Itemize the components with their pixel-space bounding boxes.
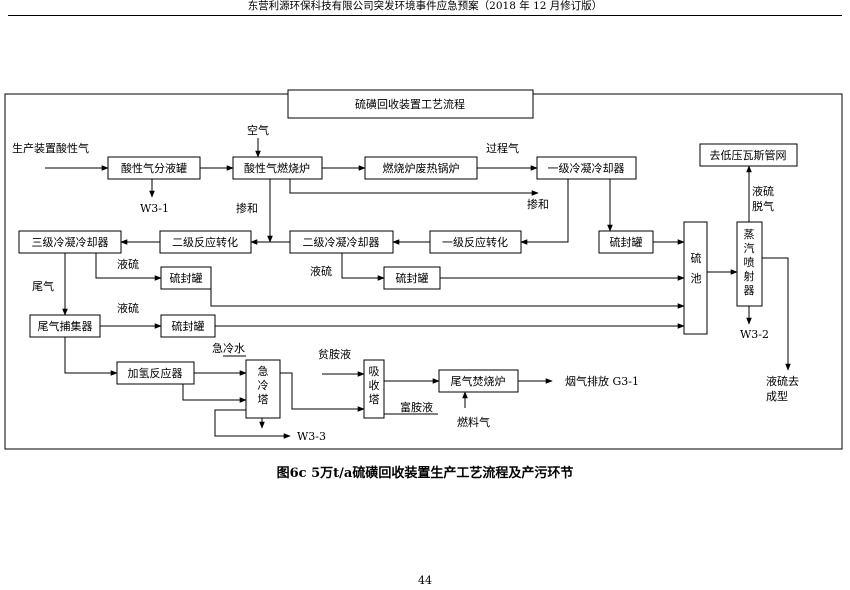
absorption-tower-box	[363, 359, 385, 419]
lean-amine-label: 贫胺液	[318, 347, 351, 361]
acid-gas-burner-box	[232, 156, 323, 180]
low-pressure-gas-net-box	[699, 143, 798, 167]
sulfur-seal-tank-d-label: 硫封罐	[172, 319, 205, 333]
waste-heat-boiler-box	[364, 156, 478, 180]
condenser-3-box	[18, 230, 122, 254]
rich-amine-label: 富胺液	[400, 400, 433, 414]
condenser-1-box	[536, 156, 637, 180]
degassed-sulfur-label: 液硫脱气	[752, 184, 774, 213]
sulfur-seal-tank-a-label: 硫封罐	[610, 235, 643, 249]
fuel-gas-label: 燃料气	[457, 415, 490, 429]
reactor-2-label: 二级反应转化	[172, 235, 238, 249]
tail-gas-trap-box	[29, 314, 101, 338]
tail-gas-incinerator-box	[438, 369, 519, 393]
quench-water-label: 急冷水	[212, 341, 245, 355]
sulfur-seal-tank-c-box	[383, 266, 441, 290]
sulfur-seal-tank-b-box	[160, 266, 212, 290]
reactor-2-box	[159, 230, 252, 254]
mix-label-1: 掺和	[236, 201, 258, 215]
flue-gas-label: 烟气排放 G3-1	[565, 374, 639, 388]
steam-ejector-box	[736, 221, 763, 307]
condenser-2-label: 二级冷凝冷却器	[303, 235, 380, 249]
quench-tower-label: 急冷塔	[258, 364, 269, 406]
quench-tower-box	[245, 359, 281, 419]
tail-gas-label: 尾气	[32, 279, 54, 293]
process-gas-label: 过程气	[486, 141, 519, 155]
liquid-sulfur-label-2: 液硫	[310, 264, 332, 278]
diagram-title: 硫磺回收装置工艺流程	[355, 97, 465, 111]
condenser-1-label: 一级冷凝冷却器	[548, 161, 625, 175]
sulfur-seal-tank-b-label: 硫封罐	[170, 271, 203, 285]
liquid-sulfur-label-3: 液硫	[117, 301, 139, 315]
sulfur-seal-tank-c-label: 硫封罐	[396, 271, 429, 285]
tail-gas-incinerator-label: 尾气焚烧炉	[451, 374, 506, 388]
absorption-tower-label: 吸收塔	[369, 365, 380, 406]
process-boxes: 酸性气分液罐 酸性气燃烧炉 燃烧炉废热锅炉 一级冷凝冷却器 一级反应转化 二级冷…	[18, 143, 798, 419]
page-header: 东营利源环保科技有限公司突发环境事件应急预案（2018 年 12 月修订版）	[247, 0, 603, 12]
air-label: 空气	[247, 123, 269, 137]
figure-caption: 图6c 5万t/a硫磺回收装置生产工艺流程及产污环节	[276, 466, 574, 481]
mix-label-2: 掺和	[527, 197, 549, 211]
acid-gas-separator-label: 酸性气分液罐	[121, 161, 187, 175]
steam-ejector-label: 蒸汽喷射器	[744, 228, 755, 297]
tail-gas-trap-label: 尾气捕集器	[38, 319, 93, 333]
sulfur-pit-label: 硫池	[691, 251, 702, 285]
diagram-title-box	[287, 89, 534, 119]
low-pressure-gas-net-label: 去低压瓦斯管网	[710, 148, 787, 162]
w3-1-label: W3-1	[140, 202, 169, 215]
hydrogenation-reactor-box	[116, 361, 195, 385]
sulfur-pit-box	[683, 221, 708, 335]
production-acid-gas-label: 生产装置酸性气	[12, 141, 89, 155]
hydrogenation-reactor-label: 加氢反应器	[128, 366, 183, 380]
header-rule	[8, 15, 842, 16]
sulfur-seal-tank-d-box	[160, 314, 216, 338]
condenser-3-label: 三级冷凝冷却器	[32, 235, 109, 249]
w3-3-label: W3-3	[297, 430, 326, 443]
acid-gas-separator-box	[107, 156, 201, 180]
flow-labels: 生产装置酸性气 空气 过程气 掺和 掺和 液硫 液硫 液硫 尾气 W3-1 W3…	[12, 123, 799, 443]
w3-2-label: W3-2	[740, 328, 769, 341]
liquid-sulfur-label-1: 液硫	[117, 257, 139, 271]
page-number: 44	[418, 574, 432, 587]
reactor-1-box	[429, 230, 522, 254]
waste-heat-boiler-label: 燃烧炉废热锅炉	[383, 161, 460, 175]
reactor-1-label: 一级反应转化	[442, 235, 508, 249]
sulfur-seal-tank-a-box	[598, 230, 654, 254]
acid-gas-burner-label: 酸性气燃烧炉	[244, 161, 310, 175]
condenser-2-box	[289, 230, 394, 254]
sulfur-forming-label: 液硫去成型	[766, 374, 799, 403]
flow-lines	[45, 138, 791, 439]
